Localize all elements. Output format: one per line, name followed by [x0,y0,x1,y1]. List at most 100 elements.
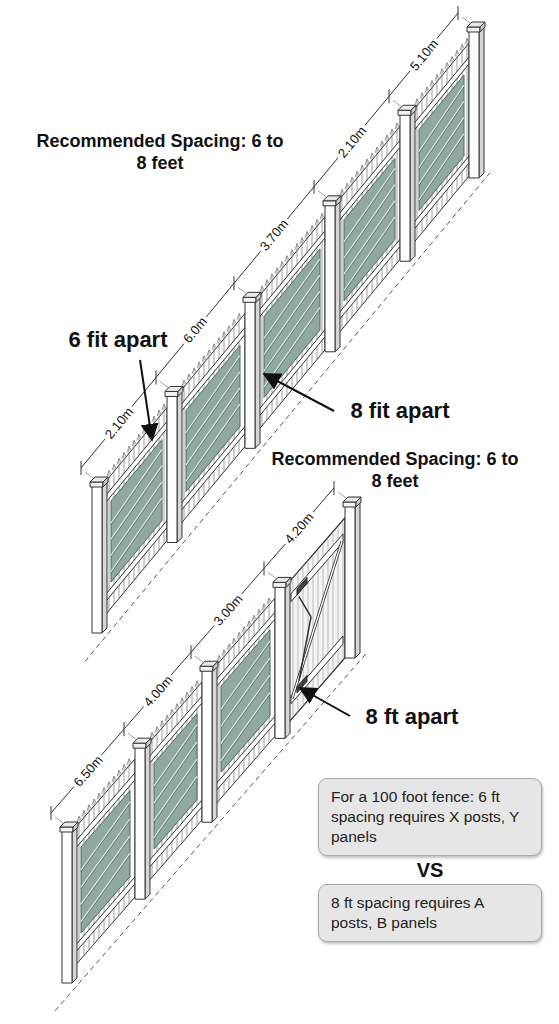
slat-line [264,291,320,371]
dimension-label: 4.00m [138,670,177,712]
extension-line [128,733,136,739]
slat-line [264,275,320,355]
slat-line [344,202,395,276]
post-cap [90,482,103,487]
post-cap [213,661,218,671]
slat-line [221,658,270,726]
post-cap [323,201,336,206]
leader-arrow [140,360,152,440]
fence-panel [414,38,469,242]
panel-frame [216,598,275,804]
dimension-label: 2.10m [99,402,137,444]
post-cap [356,497,361,507]
slat-line [154,726,197,787]
fence-post [467,22,485,178]
box-text: 8 ft spacing requires A posts, B panels [331,893,529,933]
slat-line [264,309,320,389]
slat-line [221,643,270,711]
gate-leaf [289,518,345,722]
post-face [400,112,410,261]
fence-post [343,497,361,658]
slat-line [186,388,240,465]
privacy-slat [81,791,130,933]
slat-line [419,118,464,184]
extension-line [462,17,470,23]
fence-post [165,386,183,542]
versus-text: VS [417,859,444,882]
fence-post [273,577,291,738]
post-face [92,484,102,633]
slat-line [186,372,240,449]
slat-line [264,259,320,339]
privacy-slat [264,249,320,398]
slat-line [419,134,464,200]
slat-line [81,853,130,921]
slat-line [419,119,464,185]
dimension-tick [234,276,235,290]
dimension-label: 3.00m [208,589,247,631]
callout-text: 8 fit apart [350,398,449,424]
fence-post [243,292,261,448]
dimension-line [81,6,470,478]
dimension-tick [264,561,265,575]
panel-frame [76,759,135,965]
slat-line [154,744,197,805]
gate-rail [291,636,343,704]
post-face [135,745,145,899]
post-cap [398,110,411,115]
box-text: For a 100 foot fence: 6 ft spacing requi… [331,787,529,847]
hinge [297,577,307,594]
extension-line [85,472,93,478]
post-side [335,198,340,352]
post-face [325,203,335,352]
post-cap [103,477,108,487]
dimension-label: 3.70m [255,214,293,256]
slat-line [221,693,270,761]
slat-line [111,498,162,572]
slat-line [81,855,130,923]
post-cap [411,105,416,115]
dimension-line [81,13,458,468]
post-face [345,504,355,658]
fence-panel [216,598,275,804]
privacy-slat [154,714,197,849]
slat-line [344,219,395,293]
extension-line [268,572,276,578]
slat-line [344,186,395,260]
slat-line [419,101,464,167]
slat-line [264,293,320,373]
post-cap [336,196,341,206]
slat-line [344,170,395,244]
slat-line [81,802,130,870]
dimension-label: 5.10m [404,34,442,76]
dimension-label: 6.50m [68,750,107,792]
slat-line [111,466,162,540]
slat-line [186,356,240,433]
dimension-label: 6.0m [178,312,212,348]
gate-rail [291,534,343,602]
dimension-tick [191,645,192,659]
spacing-note: Recommended Spacing: 6 to 8 feet [35,130,285,174]
slat-line [264,261,320,341]
slat-line [81,821,130,889]
fence-post [398,105,416,261]
slat-line [111,482,162,556]
gate [289,518,345,722]
slat-line [154,742,197,803]
post-face [245,299,255,448]
privacy-slat [186,345,240,491]
slat-line [81,819,130,887]
post-side [145,740,150,899]
extension-line [393,100,401,106]
extension-line [55,817,63,823]
slat-line [186,390,240,467]
callout-text: 6 fit apart [68,327,167,353]
slat-line [154,761,197,822]
slat-line [111,467,162,541]
post-face [202,668,212,822]
post-cap [256,292,261,302]
slat-line [186,357,240,434]
dimension-tick [156,370,157,384]
